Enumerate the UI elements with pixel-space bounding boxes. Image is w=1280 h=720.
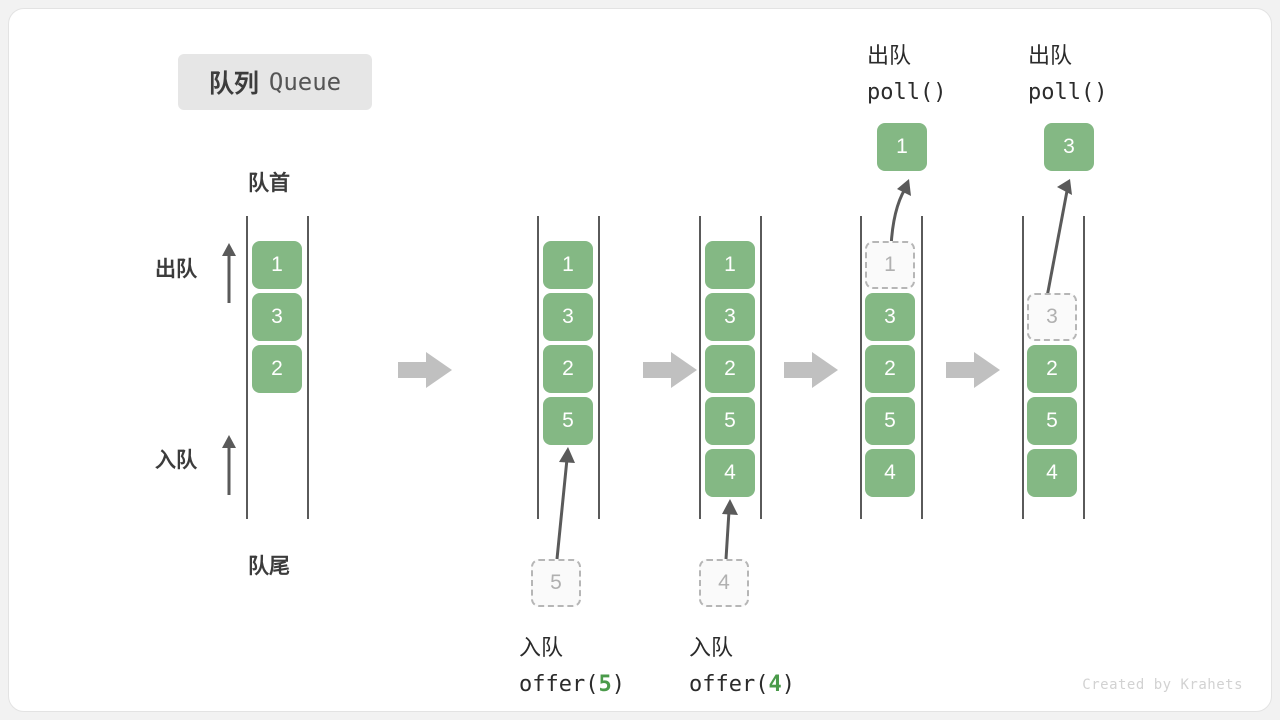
polled-element-result: 3 [1044,123,1094,171]
queue-rail-right-2 [598,216,600,519]
operation-label-poll-3: 出队 poll() [1028,37,1107,111]
operation-chinese: 出队 [1028,43,1073,68]
queue-rail-right-1 [307,216,309,519]
dequeue-direction-arrow-icon [222,243,236,303]
label-dequeue-side: 出队 [155,258,197,281]
queue-rail-left-5 [1022,216,1024,519]
diagram-canvas: 队列 Queue 队首 队尾 出队 入队 1 3 2 1 3 2 5 5 入队 … [8,8,1272,712]
queue-element: 3 [705,293,755,341]
queue-element-new: 5 [543,397,593,445]
queue-element: 5 [1027,397,1077,445]
transition-arrow-icon [946,352,1000,388]
queue-rail-right-3 [760,216,762,519]
queue-element: 5 [705,397,755,445]
transition-arrow-icon [784,352,838,388]
enqueue-motion-arrow-icon [555,447,575,560]
operation-label-poll-1: 出队 poll() [867,37,946,111]
queue-element: 2 [252,345,302,393]
queue-element: 1 [543,241,593,289]
title-english: Queue [268,68,342,96]
queue-element: 2 [543,345,593,393]
queue-element: 5 [865,397,915,445]
queue-element: 1 [705,241,755,289]
operation-code: offer(5) [519,672,625,697]
operation-chinese: 入队 [689,635,734,660]
queue-element: 4 [865,449,915,497]
title-badge: 队列 Queue [178,54,372,110]
queue-element: 3 [252,293,302,341]
queue-element-new: 4 [705,449,755,497]
operation-label-offer-5: 入队 offer(5) [519,629,625,703]
transition-arrow-icon [398,352,452,388]
label-queue-tail: 队尾 [248,555,290,578]
label-enqueue-side: 入队 [155,449,197,472]
queue-rail-left-4 [860,216,862,519]
title-chinese: 队列 [208,70,259,98]
queue-rail-left-3 [699,216,701,519]
polled-element-result: 1 [877,123,927,171]
queue-rail-left-2 [537,216,539,519]
watermark-credit: Created by Krahets [1082,677,1243,693]
queue-element: 1 [252,241,302,289]
queue-element: 2 [865,345,915,393]
operation-chinese: 出队 [867,43,912,68]
dequeued-element-ghost: 1 [865,241,915,289]
operation-code: poll() [1028,80,1108,105]
operation-label-offer-4: 入队 offer(4) [689,629,795,703]
enqueue-motion-arrow-icon [722,499,738,560]
queue-element: 2 [705,345,755,393]
queue-rail-left-1 [246,216,248,519]
queue-element: 2 [1027,345,1077,393]
dequeue-motion-arrow-icon [889,179,911,248]
queue-element: 3 [543,293,593,341]
enqueue-direction-arrow-icon [222,435,236,495]
queue-rail-right-4 [921,216,923,519]
operation-code: poll() [867,80,947,105]
operation-chinese: 入队 [519,635,564,660]
dequeue-motion-arrow-icon [1045,179,1072,298]
queue-rail-right-5 [1083,216,1085,519]
dequeued-element-ghost: 3 [1027,293,1077,341]
queue-element: 4 [1027,449,1077,497]
pending-element-offer: 5 [531,559,581,607]
queue-element: 3 [865,293,915,341]
pending-element-offer: 4 [699,559,749,607]
label-queue-head: 队首 [248,172,290,195]
operation-code: offer(4) [689,672,795,697]
transition-arrow-icon [643,352,697,388]
